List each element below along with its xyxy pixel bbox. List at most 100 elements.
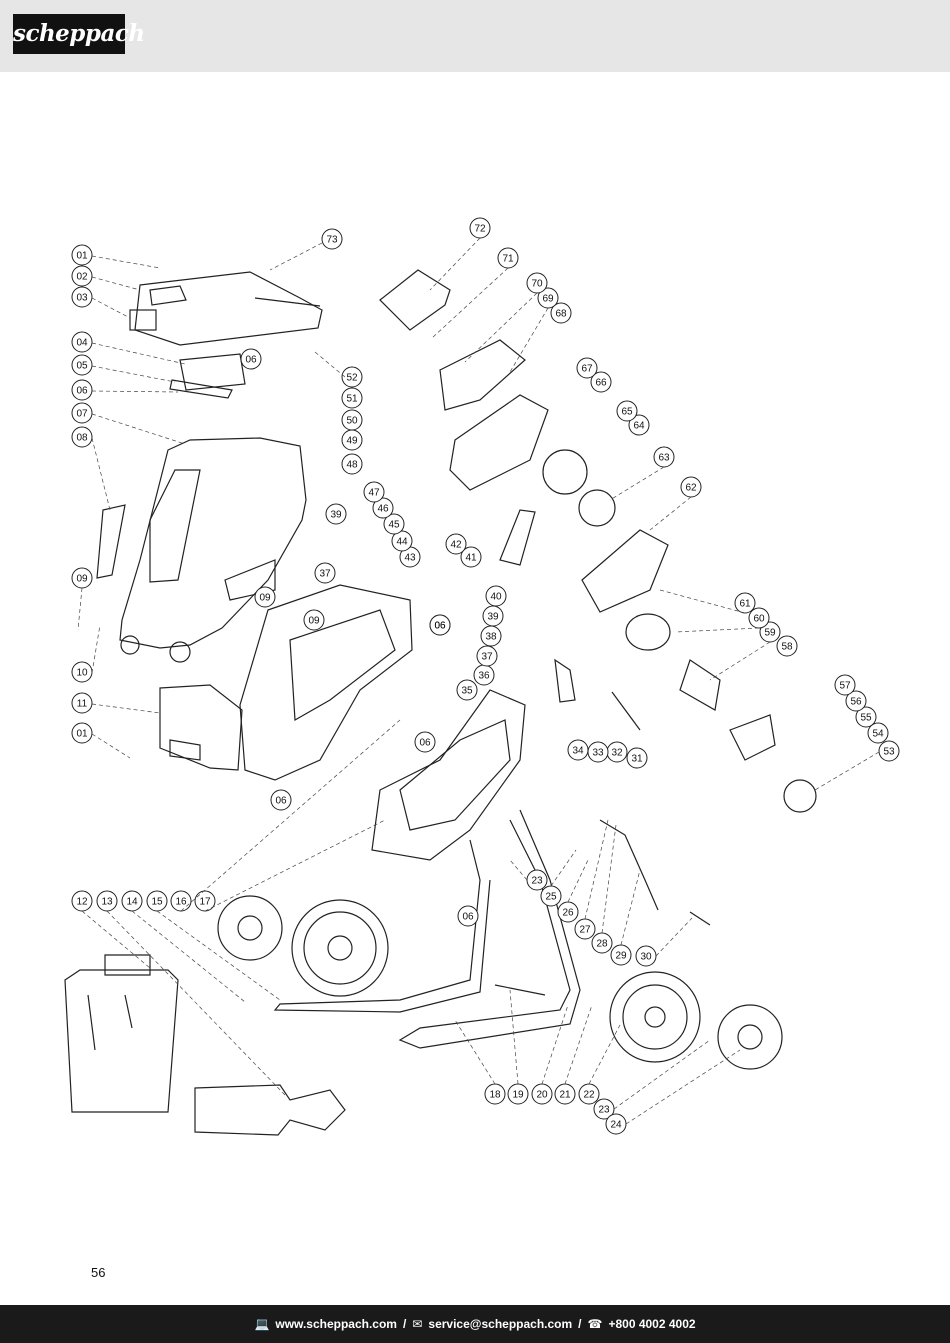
callout-label: 20 [536, 1090, 548, 1101]
callout-label: 36 [478, 671, 490, 682]
callout-label: 26 [562, 908, 574, 919]
callout-label: 32 [611, 748, 623, 759]
callout-label: 67 [581, 364, 593, 375]
page-number: 56 [91, 1265, 106, 1280]
motor-base-part [239, 584, 413, 781]
lower-cover-part [159, 684, 243, 771]
callout-label: 01 [76, 251, 88, 262]
callout-label: 28 [596, 939, 608, 950]
callout-label: 18 [489, 1090, 501, 1101]
gearbox-cover-part [449, 394, 549, 491]
callout-label: 07 [76, 409, 88, 420]
callout-label: 23 [598, 1105, 610, 1116]
callout-label: 06 [245, 355, 257, 366]
callout-label: 51 [346, 394, 358, 405]
callout-label: 62 [685, 483, 697, 494]
wheel-cap-right-part [717, 1004, 783, 1070]
callout-label: 06 [462, 912, 474, 923]
cover-plate-part [179, 353, 246, 391]
callout-label: 13 [101, 897, 113, 908]
callout-label: 15 [151, 897, 163, 908]
callout-label: 59 [764, 628, 776, 639]
callout-label: 03 [76, 293, 88, 304]
callout-label: 39 [330, 510, 342, 521]
callout-label: 11 [77, 699, 88, 710]
callout-label: 02 [76, 272, 88, 283]
callout-label: 57 [839, 681, 851, 692]
callout-label: 29 [615, 951, 627, 962]
callout-label: 35 [461, 686, 473, 697]
callout-label: 65 [621, 407, 633, 418]
callout-label: 54 [872, 729, 884, 740]
callout-label: 39 [487, 612, 499, 623]
callout-label: 09 [259, 593, 271, 604]
website-link[interactable]: www.scheppach.com [275, 1317, 397, 1331]
callout-label: 23 [531, 876, 543, 887]
motor-end-cap-part [783, 779, 817, 813]
side-panel-part [96, 504, 126, 579]
callout-label: 43 [404, 553, 416, 564]
drive-belt-part [499, 509, 536, 566]
footer-separator: / [402, 1317, 407, 1331]
callout-label: 38 [485, 632, 497, 643]
collection-bag-part [64, 969, 179, 1113]
callout-label: 61 [739, 599, 751, 610]
callout-label: 31 [631, 754, 643, 765]
callout-label: 19 [512, 1090, 524, 1101]
phone-icon: ☎ [587, 1317, 603, 1331]
callout-label: 08 [76, 433, 88, 444]
callout-label: 06 [275, 796, 287, 807]
callout-label: 17 [199, 897, 211, 908]
power-cord-part [599, 819, 659, 911]
callout-label: 12 [76, 897, 88, 908]
switch-part [729, 714, 776, 761]
motor-armature-part [679, 659, 721, 711]
wheel-cap-left-part [217, 895, 283, 961]
callout-label: 04 [76, 338, 88, 349]
callout-label: 48 [346, 460, 358, 471]
callout-label: 73 [326, 235, 338, 246]
upper-chute-part [379, 269, 451, 331]
callout-label: 21 [559, 1090, 571, 1101]
callout-label: 05 [76, 361, 88, 372]
callout-label: 06 [419, 738, 431, 749]
callout-label: 24 [610, 1120, 622, 1131]
callout-label: 14 [126, 897, 138, 908]
callout-label: 37 [481, 652, 493, 663]
callout-label: 34 [572, 746, 584, 757]
callout-label: 41 [465, 553, 477, 564]
callout-label: 27 [579, 925, 591, 936]
top-housing-part [134, 271, 323, 346]
callout-label: 70 [531, 279, 543, 290]
callout-label: 40 [490, 592, 502, 603]
callout-label: 50 [346, 416, 358, 427]
callout-label: 63 [658, 453, 670, 464]
gear-part [542, 449, 588, 495]
callout-label: 09 [308, 616, 320, 627]
callout-label: 06 [76, 386, 88, 397]
callout-label: 30 [640, 952, 652, 963]
stator-part [625, 613, 671, 651]
callout-label: 10 [76, 668, 88, 679]
callout-label: 16 [175, 897, 187, 908]
callout-label: 46 [377, 504, 389, 515]
callout-label: 44 [396, 537, 408, 548]
page-footer: 💻 www.scheppach.com / ✉ service@scheppac… [0, 1305, 950, 1343]
callout-label: 60 [753, 614, 765, 625]
computer-icon: 💻 [254, 1317, 270, 1331]
callout-label: 37 [319, 569, 331, 580]
collection-body-part [371, 689, 526, 861]
brand-logo: scheppach [13, 14, 145, 54]
callout-label: 53 [883, 747, 895, 758]
phone-number[interactable]: +800 4002 4002 [608, 1317, 696, 1331]
callout-label: 52 [346, 373, 358, 384]
mail-icon: ✉ [412, 1317, 423, 1331]
callout-label: 55 [860, 713, 872, 724]
callout-label: 25 [545, 892, 557, 903]
callout-label: 71 [502, 254, 514, 265]
email-link[interactable]: service@scheppach.com [428, 1317, 573, 1331]
callout-label: 56 [850, 697, 862, 708]
pusher-tool-part [194, 1084, 346, 1136]
callout-label: 68 [555, 309, 567, 320]
